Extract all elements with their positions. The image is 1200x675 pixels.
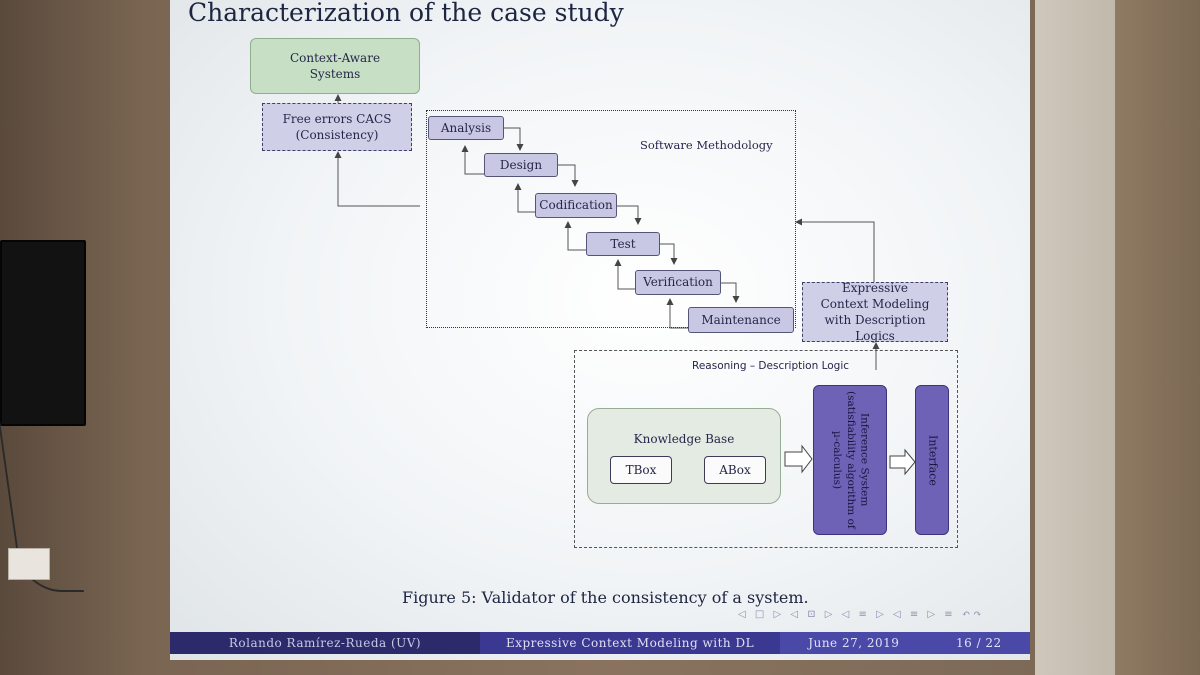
figure-caption: Figure 5: Validator of the consistency o… — [402, 588, 809, 607]
abox-box: ABox — [704, 456, 766, 484]
step-verification: Verification — [635, 270, 721, 295]
inference-system-box: Inference System (satisfiability algorit… — [813, 385, 887, 535]
interface-label: Interface — [926, 434, 940, 486]
footer-page-number: 16 / 22 — [955, 636, 1002, 650]
projected-slide: Characterization of the case study — [170, 0, 1030, 660]
software-methodology-label: Software Methodology — [640, 138, 773, 152]
step-design: Design — [484, 153, 558, 177]
slide-footer: Rolando Ramírez-Rueda (UV) Expressive Co… — [170, 632, 1030, 654]
beamer-navigation-symbols: ◁ □ ▷ ◁ ⊡ ▷ ◁ ≡ ▷ ◁ ≡ ▷ ≡ ↶↷ — [738, 609, 985, 620]
footer-date: June 27, 2019 — [808, 636, 900, 650]
step-codification: Codification — [535, 193, 617, 218]
context-aware-systems-box: Context-Aware Systems — [250, 38, 420, 94]
room-wall-right — [1035, 0, 1115, 675]
reasoning-label: Reasoning – Description Logic — [692, 360, 850, 372]
diagram-connectors — [334, 94, 916, 476]
footer-talk-title: Expressive Context Modeling with DL — [480, 632, 780, 654]
power-outlet — [8, 548, 50, 580]
expressive-context-modeling-box: Expressive Context Modeling with Descrip… — [802, 281, 948, 343]
tbox-box: TBox — [610, 456, 672, 484]
slide-title: Characterization of the case study — [188, 0, 624, 27]
software-methodology-region — [426, 110, 796, 328]
inference-system-label: Inference System (satisfiability algorit… — [831, 391, 871, 529]
interface-box: Interface — [915, 385, 949, 535]
step-analysis: Analysis — [428, 116, 504, 140]
free-errors-cacs-box: Free errors CACS (Consistency) — [262, 103, 412, 151]
step-test: Test — [586, 232, 660, 256]
knowledge-base-label: Knowledge Base — [633, 432, 735, 446]
room-wall-far — [1115, 0, 1200, 675]
step-maintenance: Maintenance — [688, 307, 794, 333]
reasoning-region — [574, 350, 958, 548]
footer-author: Rolando Ramírez-Rueda (UV) — [170, 632, 480, 654]
footer-date-page: June 27, 2019 16 / 22 — [780, 632, 1030, 654]
wall-monitor — [0, 240, 86, 426]
